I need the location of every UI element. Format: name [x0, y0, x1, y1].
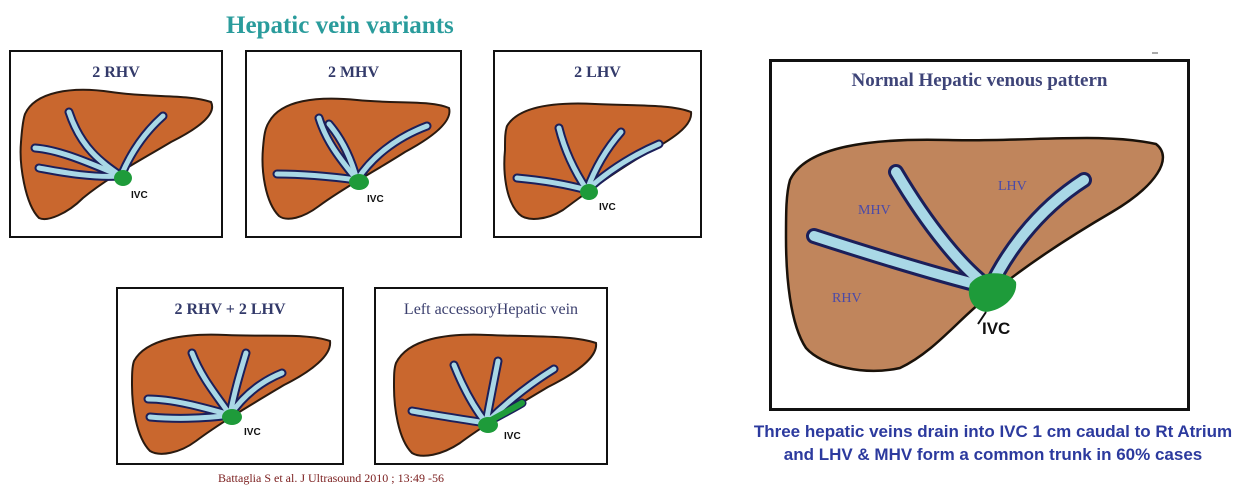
ivc-shape	[349, 174, 369, 190]
ivc-shape	[969, 273, 1016, 312]
liver-illustration: IVC	[376, 289, 606, 463]
stray-mark	[1152, 52, 1158, 54]
ivc-shape	[222, 409, 242, 425]
figure-title: Hepatic vein variants	[226, 12, 454, 40]
ivc-label: IVC	[367, 194, 384, 205]
rhv-label: RHV	[832, 291, 862, 306]
mhv-label: MHV	[858, 203, 891, 218]
liver-illustration: IVC	[11, 52, 221, 236]
liver-shape	[263, 99, 450, 219]
liver-illustration-large: MHV LHV RHV IVC	[772, 62, 1187, 408]
panel-2-mhv: 2 MHV IVC	[245, 50, 462, 238]
lhv-label: LHV	[998, 179, 1027, 194]
ivc-label: IVC	[982, 319, 1010, 338]
panel-left-accessory-hepatic-vein: Left accessoryHepatic vein IVC	[374, 287, 608, 465]
liver-illustration: IVC	[118, 289, 342, 463]
caption: Three hepatic veins drain into IVC 1 cm …	[740, 420, 1246, 466]
panel-normal-pattern: Normal Hepatic venous pattern MHV LHV RH…	[769, 59, 1190, 411]
liver-illustration: IVC	[495, 52, 700, 236]
panel-2-lhv: 2 LHV IVC	[493, 50, 702, 238]
panel-2-rhv: 2 RHV IVC	[9, 50, 223, 238]
ivc-label: IVC	[504, 431, 521, 442]
ivc-label: IVC	[599, 202, 616, 213]
ivc-shape	[114, 170, 132, 186]
ivc-shape	[478, 417, 498, 433]
panel-2-rhv-2-lhv: 2 RHV + 2 LHV IVC	[116, 287, 344, 465]
ivc-label: IVC	[244, 427, 261, 438]
liver-illustration: IVC	[247, 52, 460, 236]
ivc-label: IVC	[131, 190, 148, 201]
citation: Battaglia S et al. J Ultrasound 2010 ; 1…	[218, 471, 444, 486]
ivc-shape	[580, 184, 598, 200]
liver-shape	[786, 138, 1163, 371]
